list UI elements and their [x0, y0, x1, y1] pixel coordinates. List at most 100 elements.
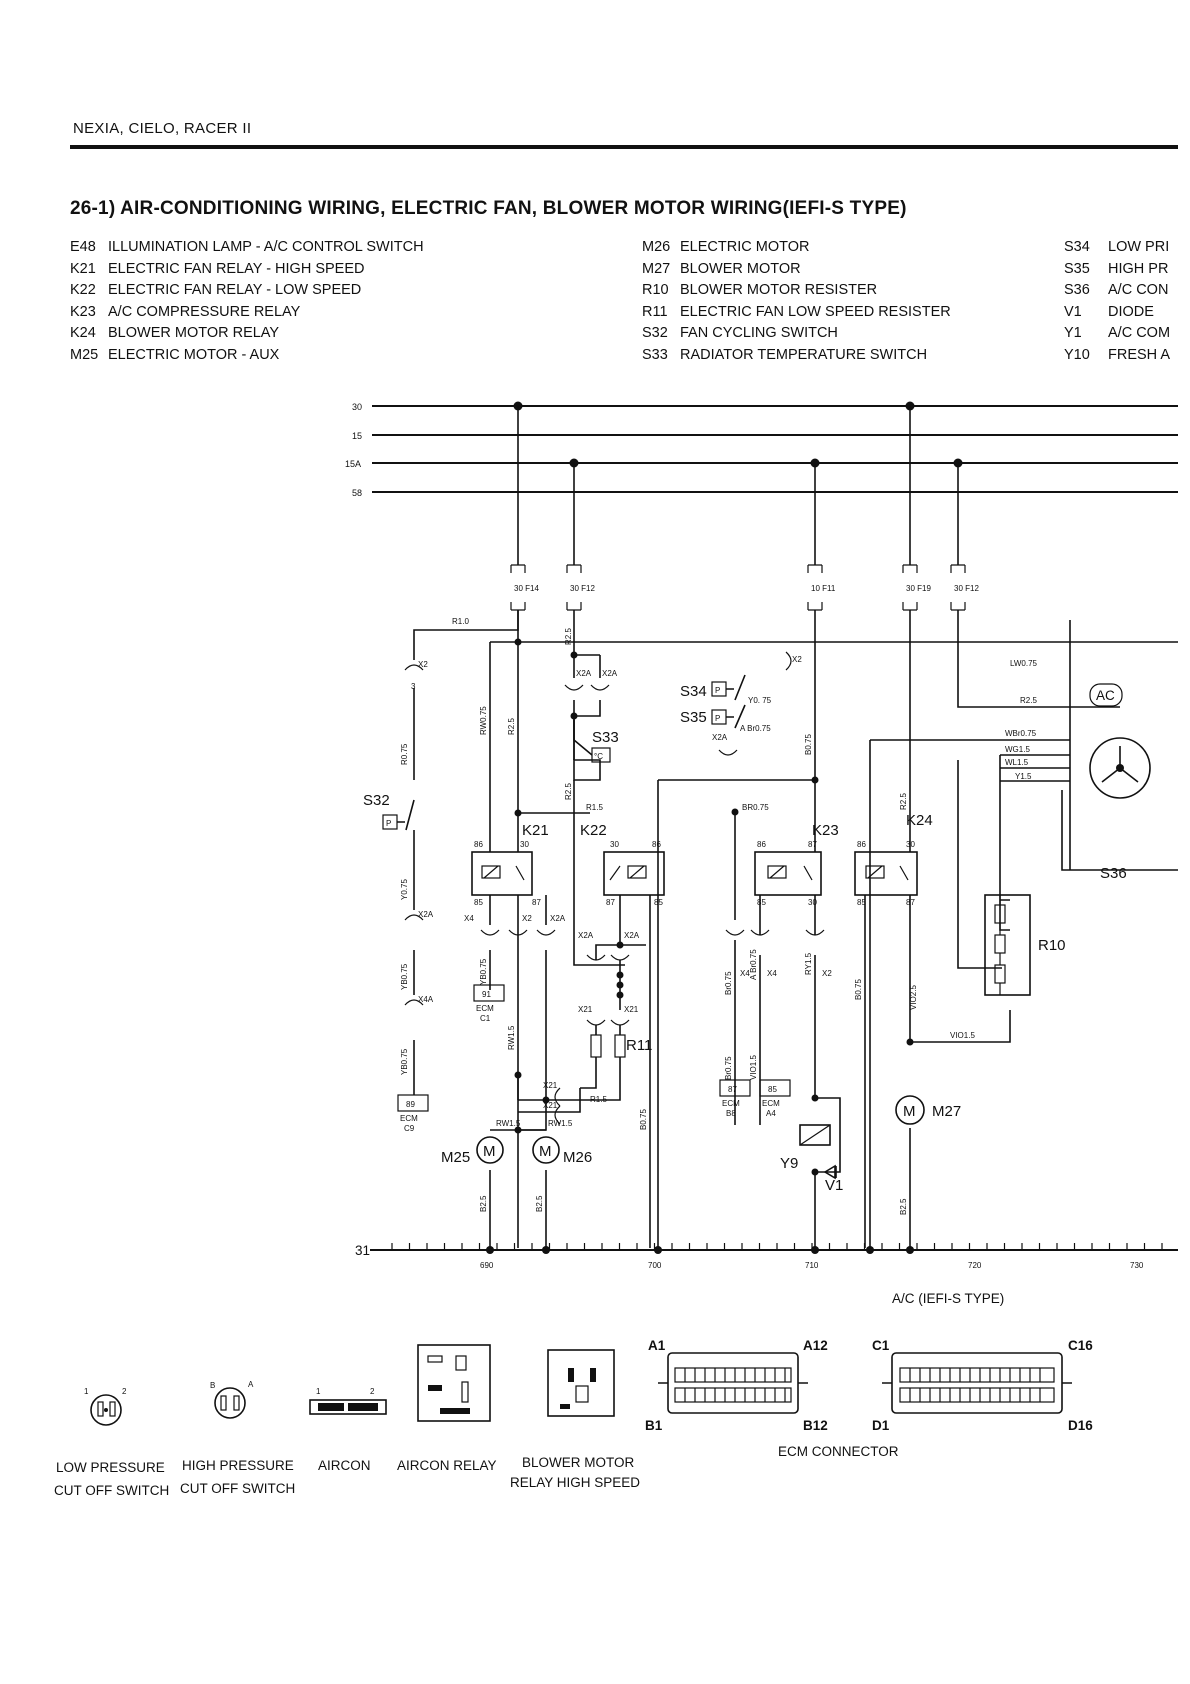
wire-label: R2.5: [564, 628, 573, 645]
wiring: R1.0 R0.75 Y0.75 YB0.75 YB0.75 RW0.75 R2…: [400, 610, 1178, 1248]
legend-entry: S36 A/C CON: [1064, 280, 1178, 302]
wire-label: A Br0.75: [749, 949, 758, 980]
legend-desc: ILLUMINATION LAMP - A/C CONTROL SWITCH: [108, 239, 424, 255]
connector-label: X2A: [624, 931, 640, 940]
wire-label: R2.5: [507, 718, 516, 735]
connector-label: X2: [792, 655, 802, 664]
bus-label: 30: [352, 402, 362, 412]
wire-label: WL1.5: [1005, 758, 1029, 767]
svg-text:A: A: [248, 1380, 254, 1389]
ac-badge: AC: [1096, 688, 1115, 703]
ecm-pins: 91 ECM C1 89 ECM C9 87 ECM B8 85 ECM A4: [397, 984, 791, 1133]
legend-code: S36: [1064, 282, 1090, 298]
wire-label: Br0.75: [724, 1056, 733, 1080]
connector-labels: X2 3 X2A X4A X4 X2 X2A X2A X2A X21 X21 X…: [404, 651, 832, 1125]
legend-desc: A/C CON: [1108, 282, 1169, 298]
fuse-row: 30 F14 30 F12 10 F11 30 F19 30 F12: [510, 406, 979, 611]
fuse-label: 30 F19: [906, 584, 931, 593]
connector-label: X4: [464, 914, 474, 923]
svg-text:CUT OFF SWITCH: CUT OFF SWITCH: [54, 1483, 169, 1498]
legend-code: M27: [642, 260, 671, 277]
wire-label: R0.75: [400, 743, 409, 765]
svg-text:1: 1: [316, 1387, 321, 1396]
svg-text:1: 1: [84, 1387, 89, 1396]
ruler-label: 720: [968, 1261, 982, 1270]
connector-label: X2: [522, 914, 532, 923]
svg-text:B: B: [210, 1381, 215, 1390]
motor-label: M25: [441, 1149, 470, 1166]
bus-label: 58: [352, 488, 362, 498]
svg-text:AIRCON RELAY: AIRCON RELAY: [397, 1458, 497, 1473]
connector-label: X4A: [418, 995, 434, 1004]
component-label: S34: [680, 683, 707, 700]
wire-label: Br0.75: [724, 971, 733, 995]
fuse-label: 30 F12: [954, 584, 979, 593]
component-label: R11: [626, 1037, 652, 1054]
svg-text:AIRCON: AIRCON: [318, 1458, 371, 1473]
wire-label: R2.5: [899, 793, 908, 810]
switch-s32: P S32: [363, 792, 415, 831]
svg-text:ECM: ECM: [400, 1114, 418, 1123]
component-label: R10: [1038, 937, 1066, 954]
ground-bus: 31 690 700 710 720 730 A/C (IEFI-S TYPE): [355, 1243, 1178, 1306]
connector-label: X4: [767, 969, 777, 978]
wire-label: VIO1.5: [749, 1055, 758, 1080]
legend-code: M26: [642, 239, 671, 255]
header-rule: [70, 145, 1178, 149]
relay-k22: K22 30 86 87 85: [580, 822, 665, 907]
wire-label: BR0.75: [742, 803, 769, 812]
svg-text:86: 86: [652, 840, 661, 849]
wire-label: Y1.5: [1015, 772, 1032, 781]
legend-code: S35: [1064, 260, 1090, 277]
wire-label: B2.5: [535, 1195, 544, 1212]
legend-entry: S35 HIGH PR: [1064, 259, 1178, 281]
relay-k23: K23 86 87 85 30: [754, 822, 839, 907]
connector-label: X4: [740, 969, 750, 978]
wire-label: VIO2.5: [909, 985, 918, 1010]
svg-text:87: 87: [728, 1085, 737, 1094]
wire-label: YB0.75: [400, 963, 409, 990]
legend-entry: M27 BLOWER MOTOR: [642, 259, 1042, 281]
svg-text:M: M: [539, 1143, 552, 1160]
connector-label: X21: [578, 1005, 593, 1014]
svg-text:LOW PRESSURE: LOW PRESSURE: [56, 1460, 165, 1475]
legend-desc: BLOWER MOTOR RESISTER: [680, 282, 878, 298]
svg-text:85: 85: [757, 898, 766, 907]
legend-code: K23: [70, 303, 96, 320]
svg-text:30: 30: [610, 840, 619, 849]
ruler-label: 730: [1130, 1261, 1144, 1270]
wire-label: RW1.5: [548, 1119, 573, 1128]
wire-label: RW1.5: [496, 1119, 521, 1128]
legend-code: K22: [70, 282, 96, 298]
legend-desc: LOW PRI: [1108, 239, 1170, 255]
svg-text:30: 30: [808, 898, 817, 907]
svg-text:86: 86: [757, 840, 766, 849]
legend-desc: BLOWER MOTOR: [680, 260, 801, 277]
svg-text:87: 87: [606, 898, 615, 907]
connector-label: X2A: [602, 669, 618, 678]
svg-text:B12: B12: [803, 1418, 828, 1433]
legend-code: M25: [70, 346, 99, 363]
wire-label: YB0.75: [479, 958, 488, 985]
svg-text:ECM: ECM: [722, 1099, 740, 1108]
svg-text:C1: C1: [872, 1338, 890, 1353]
wire-label: RW0.75: [479, 706, 488, 735]
bus-label: 15A: [345, 459, 361, 469]
legend-desc: HIGH PR: [1108, 260, 1169, 277]
legend-code: R11: [642, 303, 668, 320]
component-label: V1: [825, 1177, 843, 1194]
svg-text:87: 87: [532, 898, 541, 907]
svg-text:M: M: [483, 1143, 496, 1160]
switch-symbol: °C: [594, 752, 603, 761]
connector-label: X2: [822, 969, 832, 978]
switch-s33: °C S33: [573, 716, 619, 763]
wire-label: A Br0.75: [740, 724, 771, 733]
svg-text:ECM: ECM: [762, 1099, 780, 1108]
